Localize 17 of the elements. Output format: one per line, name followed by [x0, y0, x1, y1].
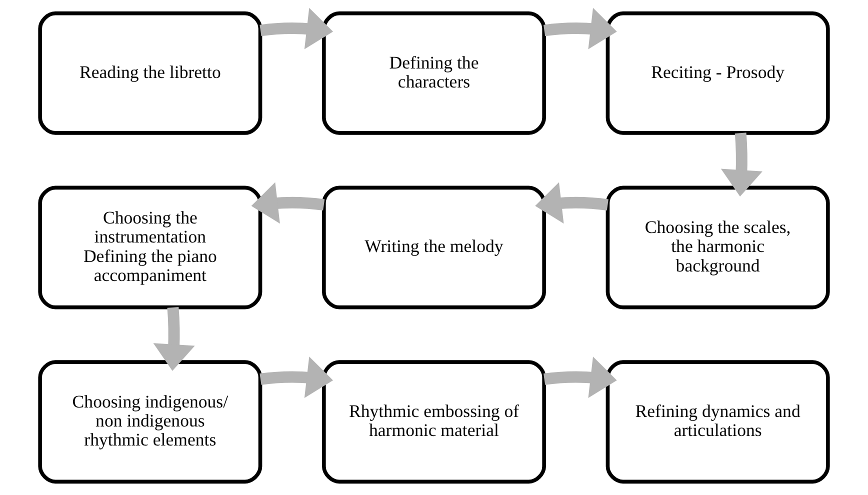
node-box: Choosing the scales, the harmonic background: [606, 186, 830, 310]
arrow: [720, 132, 762, 196]
node-box: Choosing indigenous/ non indigenous rhythmic elements: [38, 360, 262, 484]
node-box: Refining dynamics and articulations: [606, 360, 830, 484]
node-box: Defining the characters: [322, 11, 546, 135]
node-box: Reciting - Prosody: [606, 11, 830, 135]
arrow: [544, 8, 617, 50]
node-box: Writing the melody: [322, 186, 546, 310]
arrow: [260, 356, 334, 398]
arrow: [260, 8, 334, 50]
node-box: Rhythmic embossing of harmonic material: [322, 360, 546, 484]
node-box: Choosing the instrumentation Defining the piano accompaniment: [38, 186, 262, 310]
arrow: [153, 306, 195, 371]
arrow: [251, 182, 325, 224]
arrow: [544, 356, 617, 398]
node-box: Reading the libretto: [38, 11, 262, 135]
arrow: [535, 182, 608, 224]
